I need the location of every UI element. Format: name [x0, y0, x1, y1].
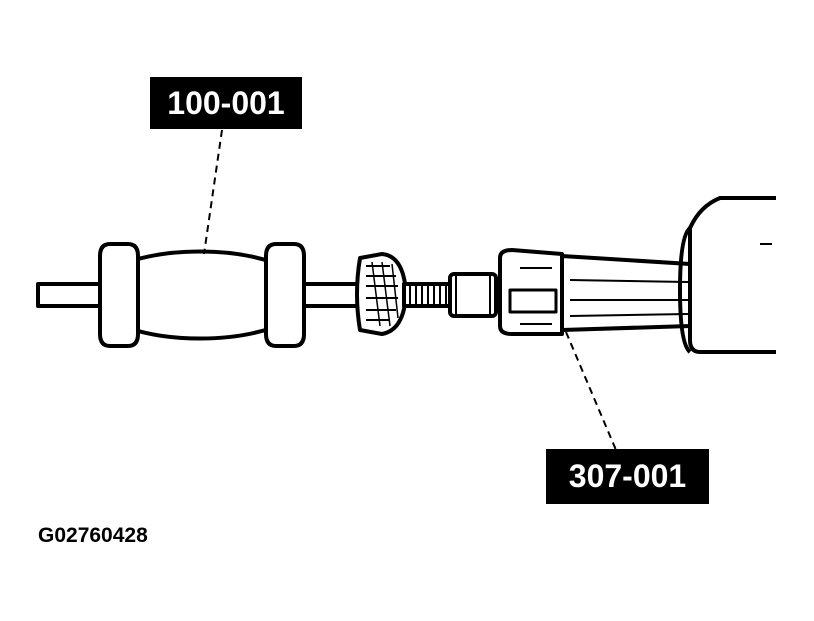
- leader-lines: [203, 129, 617, 451]
- callout-100-001: 100-001: [150, 77, 302, 129]
- threaded-stud: [402, 282, 454, 308]
- callout-307-001: 307-001: [546, 449, 709, 504]
- housing: [678, 196, 776, 354]
- leader-line-307-001: [565, 331, 617, 451]
- remover-tool: [498, 248, 692, 336]
- coupler-nut: [448, 272, 498, 318]
- figure-id: G02760428: [38, 524, 148, 547]
- knurled-adapter: [355, 252, 408, 336]
- leader-line-100-001: [203, 129, 223, 255]
- slide-hammer-weight: [98, 242, 306, 348]
